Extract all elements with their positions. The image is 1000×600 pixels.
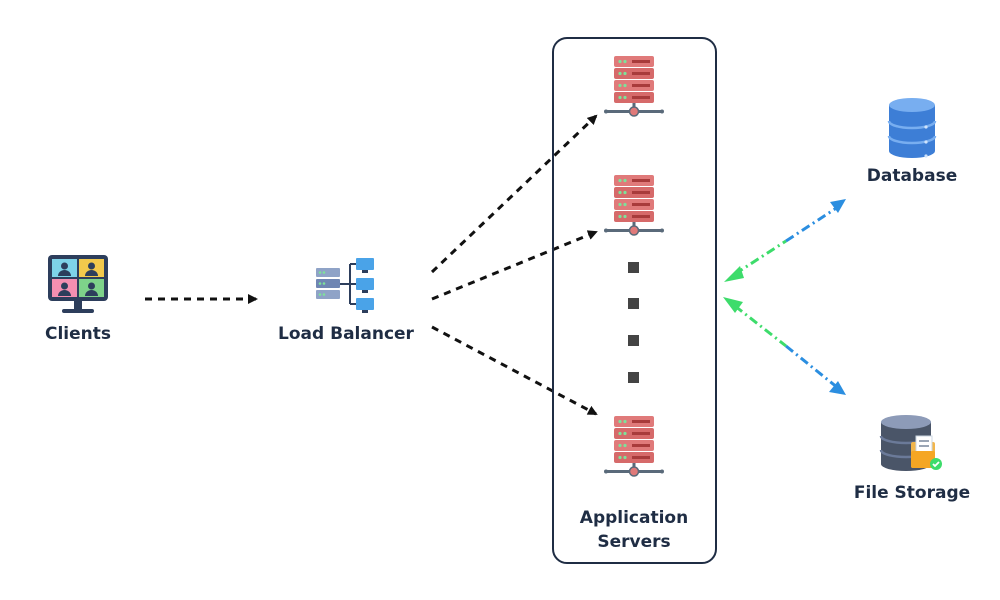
clients-label: Clients (44, 324, 111, 344)
ellipsis-dot-3 (628, 335, 639, 346)
ellipsis-dot-4 (628, 372, 639, 383)
file-storage-icon (879, 415, 942, 471)
arrow-lb-to-server-3 (431, 325, 598, 416)
clients-icon (48, 255, 108, 313)
load-balancer-label: Load Balancer (278, 324, 414, 344)
application-servers-label-line2: Servers (597, 532, 671, 552)
server-icon-3 (603, 415, 665, 477)
application-servers-box (552, 37, 717, 564)
arrow-lb-to-server-2 (431, 230, 598, 301)
ellipsis-dot-1 (628, 262, 639, 273)
load-balancer-icon (316, 258, 374, 313)
arrow-servers-database (724, 199, 846, 282)
arrow-servers-file-storage (723, 297, 846, 395)
database-label: Database (866, 166, 958, 186)
application-servers-label-line1: Application (579, 508, 689, 528)
database-icon (887, 98, 937, 158)
ellipsis-dot-2 (628, 298, 639, 309)
application-servers-label: Application Servers (556, 506, 712, 554)
arrow-lb-to-server-1 (430, 114, 598, 274)
file-storage-label: File Storage (853, 483, 971, 503)
server-icon-1 (603, 55, 665, 117)
server-icon-2 (603, 174, 665, 236)
